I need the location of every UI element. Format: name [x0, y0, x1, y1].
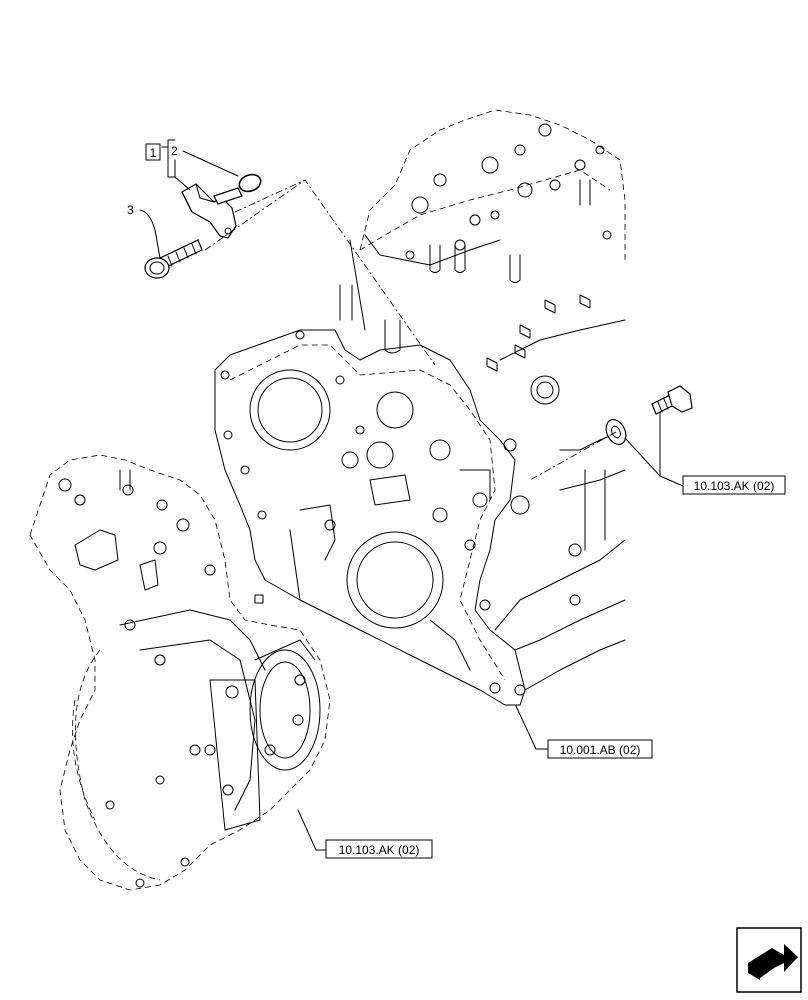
- callout-1-label: 1: [150, 146, 157, 160]
- reference-right-label: 10.103.AK (02): [694, 479, 775, 493]
- washer-and-plug-part: [605, 385, 693, 445]
- callout-2-label: 2: [171, 144, 178, 158]
- callout-leaders: [139, 139, 684, 851]
- reference-center-label: 10.001.AB (02): [560, 743, 641, 757]
- next-page-arrow-icon[interactable]: [736, 927, 802, 993]
- callout-3-label: 3: [127, 203, 134, 217]
- reference-right[interactable]: 10.103.AK (02): [682, 475, 786, 495]
- reference-center[interactable]: 10.001.AB (02): [547, 739, 653, 759]
- engine-block-housing: [214, 109, 626, 706]
- speed-sensor-part: [181, 183, 243, 239]
- flange-bolt-part: [144, 239, 203, 279]
- reference-bottom-label: 10.103.AK (02): [339, 843, 420, 857]
- assembly-phantom-lines: [204, 179, 617, 481]
- callout-item-1: 1: [145, 143, 161, 161]
- reference-bottom[interactable]: 10.103.AK (02): [325, 839, 433, 859]
- flywheel-housing: [29, 454, 331, 891]
- o-ring-part: [238, 173, 262, 193]
